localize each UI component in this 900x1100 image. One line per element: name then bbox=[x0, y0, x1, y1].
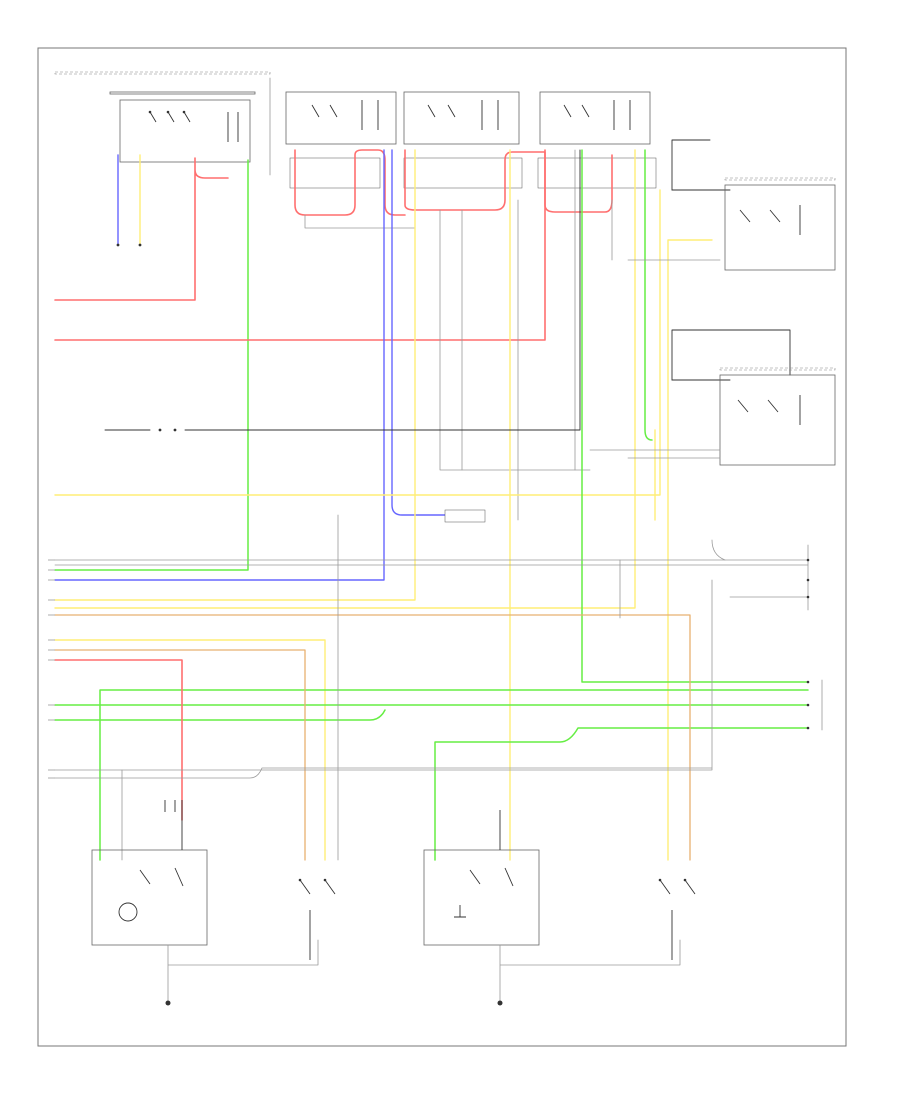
right-seat-switch-module bbox=[423, 810, 540, 946]
left-seat-switch-module bbox=[91, 800, 208, 946]
wire-red-main-left bbox=[54, 157, 229, 301]
diagram-frame bbox=[37, 47, 847, 1047]
relay-connector-pins bbox=[289, 157, 657, 189]
relay-block-2 bbox=[403, 91, 520, 145]
wire-yellow-center bbox=[54, 149, 511, 861]
right-connector-block bbox=[806, 544, 823, 731]
left-edge-pins bbox=[48, 559, 55, 779]
wire-green-left bbox=[54, 159, 249, 571]
relay-block-1 bbox=[285, 91, 397, 145]
wire-blue-center bbox=[54, 149, 385, 581]
wire-orange bbox=[54, 614, 691, 861]
wire-green-right bbox=[581, 149, 809, 683]
power-seat-relay-group bbox=[54, 71, 271, 176]
harness-connector-center bbox=[444, 509, 486, 523]
wire-red-right-feed bbox=[54, 149, 546, 341]
left-ground bbox=[165, 1000, 171, 1006]
right-center-switch bbox=[658, 878, 696, 960]
right-ground bbox=[497, 1000, 503, 1006]
relay-block-3 bbox=[539, 91, 651, 145]
left-center-switch bbox=[298, 878, 336, 960]
wire-black-fuse-line bbox=[104, 149, 581, 431]
right-mid-module bbox=[671, 329, 836, 466]
right-top-module bbox=[671, 139, 836, 271]
